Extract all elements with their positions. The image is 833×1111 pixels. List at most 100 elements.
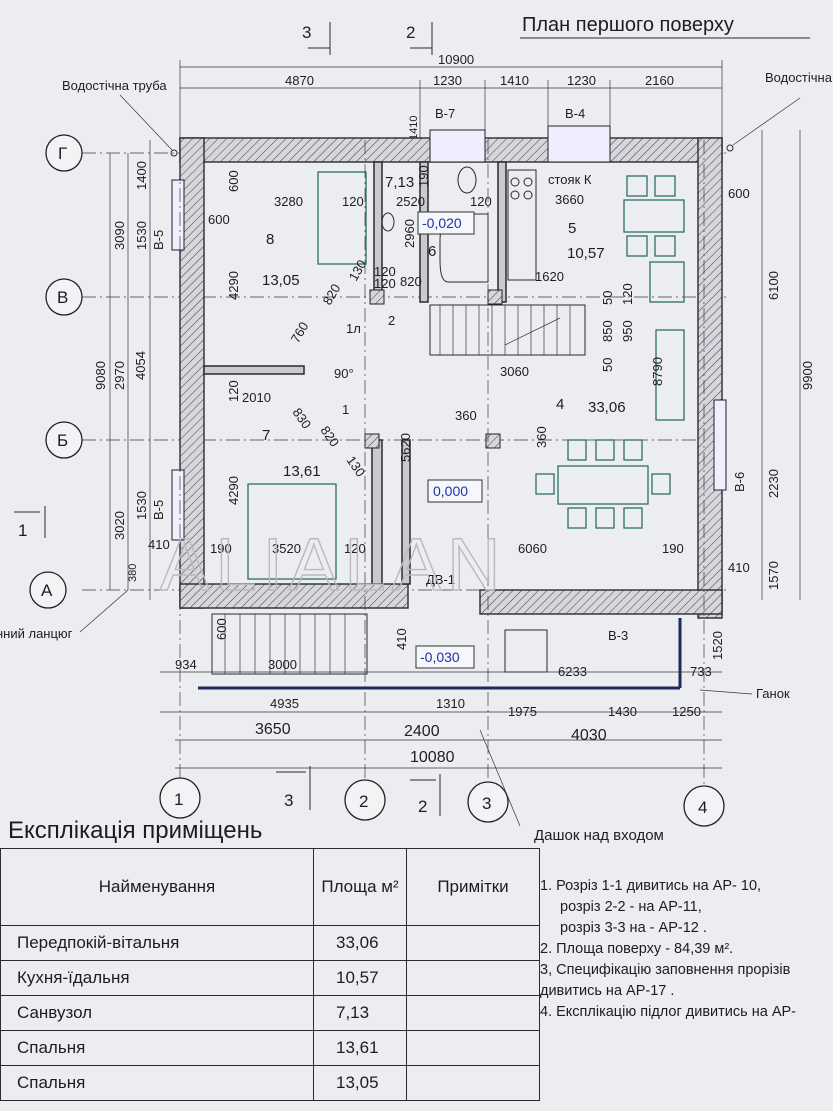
svg-text:3: 3 [284, 791, 293, 810]
table-header-row: Найменування Площа м² Примітки [0, 848, 540, 926]
riser-label: стояк К [548, 172, 592, 187]
header-name: Найменування [0, 848, 314, 926]
window-tag-b5-lower: В-5 [151, 500, 166, 520]
drawing-notes: 1. Розріз 1-1 дивитись на АР- 10, розріз… [540, 876, 833, 1023]
room-area-4: 33,06 [588, 399, 626, 416]
svg-text:4290: 4290 [226, 271, 241, 300]
svg-text:2: 2 [388, 313, 395, 328]
plan-title: План першого поверху [522, 14, 734, 36]
note-line: розріз 3-3 на - АР-12 . [560, 920, 707, 936]
svg-text:820: 820 [400, 274, 422, 289]
svg-text:-0,030: -0,030 [420, 649, 460, 665]
svg-text:90°: 90° [334, 366, 354, 381]
dim-top-3: 1410 [500, 73, 529, 88]
window-tag-b5-upper: В-5 [151, 230, 166, 250]
svg-text:120: 120 [344, 541, 366, 556]
svg-text:1430: 1430 [608, 704, 637, 719]
svg-text:120: 120 [342, 194, 364, 209]
svg-text:Б: Б [57, 431, 68, 450]
porch-label: Ганок [756, 686, 790, 701]
svg-text:6233: 6233 [558, 664, 587, 679]
window-tag-b3: В-3 [608, 628, 628, 643]
svg-text:10080: 10080 [410, 749, 455, 766]
table-row: Спальня 13,61 [0, 1030, 540, 1066]
svg-text:950: 950 [620, 320, 635, 342]
svg-text:1310: 1310 [436, 696, 465, 711]
dim-top-1: 4870 [285, 73, 314, 88]
table-row: Спальня 13,05 [0, 1065, 540, 1101]
svg-text:4054: 4054 [133, 351, 148, 380]
dim-top-2: 1230 [433, 73, 462, 88]
svg-text:130: 130 [344, 453, 369, 479]
room-number-7: 7 [262, 427, 270, 444]
note-line: 4. Експлікацію підлог дивитись на АР- [540, 1004, 796, 1020]
svg-text:1570: 1570 [766, 561, 781, 590]
svg-text:820: 820 [318, 423, 343, 449]
explication-table: Найменування Площа м² Примітки Передпокі… [0, 848, 540, 1101]
svg-text:600: 600 [226, 170, 241, 192]
svg-text:А: А [41, 581, 53, 600]
room-area-8: 13,05 [262, 272, 300, 289]
svg-text:190: 190 [210, 541, 232, 556]
drain-label-right: Водостічна труба [765, 70, 833, 85]
svg-text:2400: 2400 [404, 723, 440, 740]
svg-text:50: 50 [600, 358, 615, 372]
dim-left-2: 2970 [112, 361, 127, 390]
svg-text:190: 190 [416, 165, 431, 187]
svg-text:3060: 3060 [500, 364, 529, 379]
header-area: Площа м² [313, 848, 407, 926]
drain-label-left: Водостічна труба [62, 78, 167, 93]
axis-number-bubbles: 1 2 3 4 [159, 140, 725, 827]
svg-text:1250: 1250 [672, 704, 701, 719]
svg-text:120: 120 [470, 194, 492, 209]
svg-text:1: 1 [18, 521, 27, 540]
svg-text:1410: 1410 [408, 116, 420, 140]
svg-text:3660: 3660 [555, 192, 584, 207]
svg-text:410: 410 [728, 560, 750, 575]
svg-text:3000: 3000 [268, 657, 297, 672]
room-number-6: 6 [428, 243, 436, 260]
svg-text:8790: 8790 [650, 357, 665, 386]
note-line: 2. Площа поверху - 84,39 м². [540, 941, 734, 957]
section-mark-1-left: 1 [14, 506, 46, 540]
room-area-6: 7,13 [385, 174, 414, 191]
section-mark-2-top: 2 [406, 22, 433, 55]
svg-text:1620: 1620 [535, 269, 564, 284]
dim-left-3: 3020 [112, 511, 127, 540]
svg-text:В: В [57, 288, 68, 307]
svg-text:2960: 2960 [402, 219, 417, 248]
window-tag-b6: В-6 [732, 472, 747, 492]
svg-text:600: 600 [214, 618, 229, 640]
svg-text:1: 1 [174, 790, 183, 809]
svg-text:820: 820 [320, 281, 344, 307]
svg-text:1400: 1400 [134, 161, 149, 190]
svg-text:600: 600 [208, 212, 230, 227]
svg-text:2230: 2230 [766, 469, 781, 498]
svg-text:190: 190 [662, 541, 684, 556]
svg-text:2520: 2520 [396, 194, 425, 209]
svg-text:410: 410 [394, 628, 409, 650]
explication-table-area: Найменування Площа м² Примітки Передпокі… [0, 848, 540, 1111]
svg-text:2: 2 [418, 797, 427, 816]
svg-text:3: 3 [302, 23, 311, 42]
svg-text:1975: 1975 [508, 704, 537, 719]
door-tag: ДВ-1 [426, 572, 455, 587]
table-row: Передпокій-вітальня 33,06 [0, 925, 540, 961]
svg-text:50: 50 [600, 291, 615, 305]
svg-text:5620: 5620 [398, 433, 413, 462]
svg-text:760: 760 [288, 319, 312, 345]
table-row: Санвузол 7,13 [0, 995, 540, 1031]
svg-text:850: 850 [600, 320, 615, 342]
window-tag-b4: В-4 [565, 106, 585, 121]
level-marks: -0,020 0,000 -0,030 [415, 211, 483, 669]
svg-text:733: 733 [690, 664, 712, 679]
explication-title: Експлікація приміщень [8, 817, 263, 844]
svg-text:360: 360 [455, 408, 477, 423]
room-area-5: 10,57 [567, 245, 605, 262]
svg-text:120: 120 [374, 264, 396, 279]
dim-top-total: 10900 [438, 52, 474, 67]
window-tag-b7: В-7 [435, 106, 455, 121]
room-area-7: 13,61 [283, 463, 321, 480]
dim-top-5: 2160 [645, 73, 674, 88]
section-mark-3-top: 3 [302, 22, 331, 55]
